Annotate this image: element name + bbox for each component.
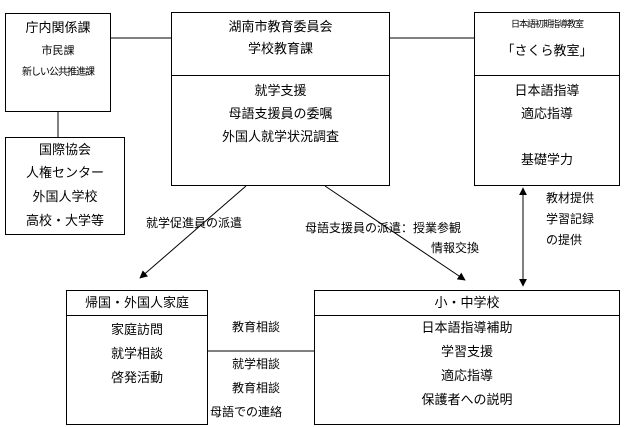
city-office-title: 庁内関係課: [25, 21, 91, 36]
label-materials-2: 学習記録: [546, 212, 595, 226]
school-item-4: 保護者への説明: [421, 393, 513, 408]
sakura-title-small: 日本語初期指導教室: [510, 20, 584, 30]
label-mid-3: 母語での連絡: [210, 405, 283, 419]
school-box: 小・中学校 日本語指導補助 学習支援 適応指導 保護者への説明: [314, 290, 620, 425]
family-title: 帰国・外国人家庭: [84, 296, 189, 311]
board-divider: [172, 75, 389, 76]
label-dispatch-promoter: 就学促進員の派遣: [146, 216, 243, 230]
intl-item-3: 外国人学校: [32, 190, 98, 205]
school-title: 小・中学校: [434, 296, 500, 311]
city-office-item-1: 市民課: [41, 44, 75, 57]
label-materials-1: 教材提供: [546, 191, 595, 205]
label-mid-1: 就学相談: [232, 357, 281, 371]
school-item-1: 日本語指導補助: [421, 321, 513, 336]
city-office-box: 庁内関係課 市民課 新しい公共推進課: [5, 13, 111, 112]
family-divider: [67, 315, 207, 316]
intl-item-4: 高校・大学等: [25, 214, 104, 229]
board-box: 湖南市教育委員会 学校教育課 就学支援 母語支援員の委嘱 外国人就学状況調査: [171, 12, 390, 186]
arrow-board-family: [139, 185, 247, 279]
sakura-item-1: 日本語指導: [514, 84, 580, 99]
family-item-3: 啓発活動: [110, 371, 163, 386]
intl-box: 国際協会 人権センター 外国人学校 高校・大学等: [5, 137, 125, 235]
sakura-title: 「さくら教室」: [501, 44, 593, 59]
label-dispatch-mother-tongue: 母語支援員の派遣：授業参観: [305, 221, 462, 235]
label-mid-2: 教育相談: [232, 381, 281, 395]
intl-item-2: 人権センター: [25, 166, 104, 181]
sakura-item-3: 基礎学力: [520, 153, 573, 168]
arrow-board-school: [324, 185, 466, 281]
board-subtitle: 学校教育課: [247, 42, 313, 57]
sakura-item-2: 適応指導: [520, 107, 573, 122]
label-info-exchange: 情報交換: [431, 241, 480, 255]
school-divider: [315, 315, 619, 316]
label-materials-3: の提供: [546, 233, 583, 247]
school-item-3: 適応指導: [440, 369, 493, 384]
family-item-1: 家庭訪問: [110, 323, 163, 338]
family-box: 帰国・外国人家庭 家庭訪問 就学相談 啓発活動: [66, 290, 208, 425]
city-office-item-2: 新しい公共推進課: [22, 67, 95, 78]
board-item-2: 母語支援員の委嘱: [228, 107, 333, 122]
sakura-box: 日本語初期指導教室 「さくら教室」 日本語指導 適応指導 基礎学力: [474, 12, 620, 186]
intl-item-1: 国際協会: [38, 143, 91, 158]
family-item-2: 就学相談: [110, 347, 163, 362]
board-title: 湖南市教育委員会: [228, 20, 333, 35]
label-edu-consult: 教育相談: [232, 320, 281, 334]
board-item-3: 外国人就学状況調査: [221, 130, 339, 145]
board-item-1: 就学支援: [254, 84, 307, 99]
sakura-divider: [475, 75, 619, 76]
school-item-2: 学習支援: [440, 345, 493, 360]
